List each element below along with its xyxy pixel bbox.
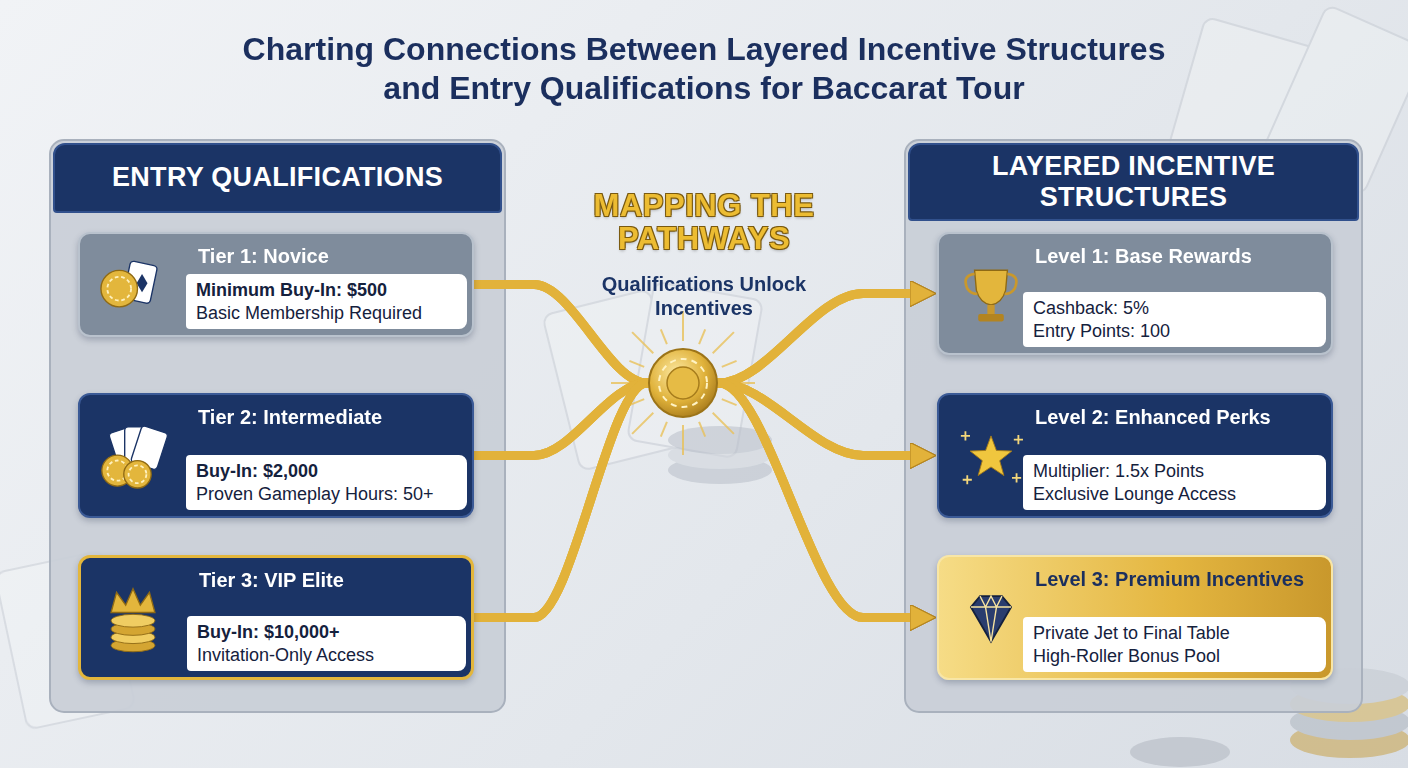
ray-line	[632, 413, 653, 434]
card-detail: Exclusive Lounge Access	[1033, 483, 1316, 506]
category-panel: Level 1: Base RewardsCashback: 5%Entry P…	[905, 140, 1362, 712]
pathway-arrow	[474, 383, 923, 618]
card-detail: Private Jet to Final Table	[1033, 622, 1316, 645]
card-detail-box: Cashback: 5%Entry Points: 100	[1023, 292, 1326, 347]
card-icon	[949, 578, 1033, 658]
card-detail-box: Buy-In: $2,000Proven Gameplay Hours: 50+	[186, 455, 467, 510]
card-icon	[949, 254, 1033, 334]
pathway-arrow	[474, 383, 923, 618]
diagram-title: Charting Connections Between Layered Inc…	[224, 30, 1184, 108]
card-detail-box: Minimum Buy-In: $500Basic Membership Req…	[186, 274, 467, 329]
panel-heading: LAYERED INCENTIVE STRUCTURES	[908, 143, 1359, 221]
panel-background	[905, 140, 1362, 712]
central-chip	[649, 349, 717, 417]
card-detail: Buy-In: $10,000+	[197, 621, 456, 644]
ray-line	[699, 329, 705, 344]
card-detail-box: Multiplier: 1.5x PointsExclusive Lounge …	[1023, 455, 1326, 510]
ray-line	[722, 361, 737, 367]
card-detail: High-Roller Bonus Pool	[1033, 645, 1316, 668]
panel-heading: ENTRY QUALIFICATIONS	[53, 143, 502, 213]
card-heading: Level 2: Enhanced Perks	[939, 395, 1331, 435]
card-heading: Tier 3: VIP Elite	[81, 558, 471, 598]
ray-line	[632, 332, 653, 353]
card-detail: Invitation-Only Access	[197, 644, 456, 667]
card-detail: Entry Points: 100	[1033, 320, 1316, 343]
ray-line	[713, 413, 734, 434]
card-detail: Buy-In: $2,000	[196, 460, 457, 483]
card-icon	[949, 416, 1033, 496]
card-heading: Level 3: Premium Incentives	[939, 557, 1331, 597]
card-heading: Level 1: Base Rewards	[939, 234, 1331, 274]
card-detail: Multiplier: 1.5x Points	[1033, 460, 1316, 483]
card-heading: Tier 2: Intermediate	[80, 395, 472, 435]
card-detail: Proven Gameplay Hours: 50+	[196, 483, 457, 506]
card-detail: Basic Membership Required	[196, 302, 457, 325]
card-detail: Minimum Buy-In: $500	[196, 279, 457, 302]
card-icon	[91, 578, 175, 658]
tier-card: Level 3: Premium IncentivesPrivate Jet t…	[937, 555, 1333, 680]
tier-card: Tier 1: NoviceMinimum Buy-In: $500Basic …	[78, 232, 474, 337]
card-icon	[90, 245, 174, 325]
pathway-arrow	[474, 383, 923, 618]
pathway-arrow	[474, 285, 923, 618]
pathway-arrow	[474, 294, 923, 618]
ray-line	[722, 399, 737, 405]
faint-cards	[0, 5, 1408, 730]
ray-line	[699, 422, 705, 437]
ray-line	[629, 361, 644, 367]
tier-card: Level 2: Enhanced PerksMultiplier: 1.5x …	[937, 393, 1333, 518]
card-detail-box: Private Jet to Final TableHigh-Roller Bo…	[1023, 617, 1326, 672]
ray-line	[661, 329, 667, 344]
card-detail: Cashback: 5%	[1033, 297, 1316, 320]
tier-card: Level 1: Base RewardsCashback: 5%Entry P…	[937, 232, 1333, 355]
ray-line	[713, 332, 734, 353]
ray-line	[661, 422, 667, 437]
card-icon	[90, 416, 174, 496]
tier-card: Tier 2: IntermediateBuy-In: $2,000Proven…	[78, 393, 474, 518]
panel-background	[50, 140, 505, 712]
card-heading: Tier 1: Novice	[80, 234, 472, 274]
category-panel: Tier 1: NoviceMinimum Buy-In: $500Basic …	[50, 140, 505, 712]
center-subheading: Qualifications Unlock Incentives	[578, 272, 830, 320]
center-heading: MAPPING THE PATHWAYS	[548, 190, 860, 255]
card-detail-box: Buy-In: $10,000+Invitation-Only Access	[187, 616, 466, 671]
ray-line	[682, 425, 684, 455]
tier-card: Tier 3: VIP EliteBuy-In: $10,000+Invitat…	[78, 555, 474, 680]
